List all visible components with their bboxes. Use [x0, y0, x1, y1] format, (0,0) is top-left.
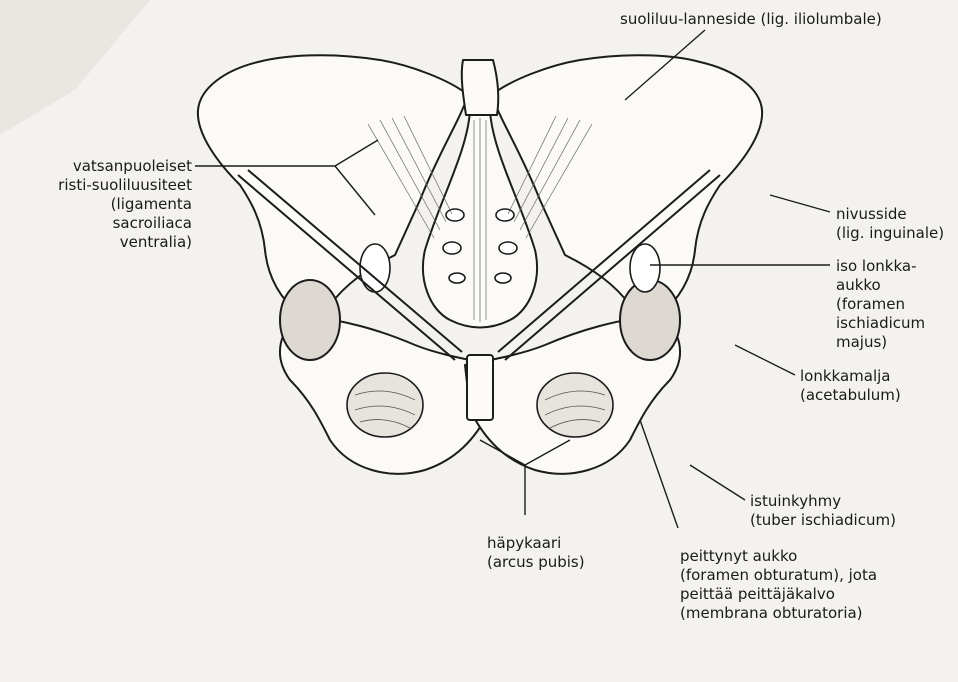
- label-foramen-obturatum: peittynyt aukko (foramen obturatum), jot…: [680, 547, 877, 623]
- label-tuber-ischiadicum: istuinkyhmy (tuber ischiadicum): [750, 492, 896, 530]
- right-acetabulum: [620, 280, 680, 360]
- label-lig-sacroiliaca-ventralia: vatsanpuoleiset risti-suoliluusiteet (li…: [58, 157, 192, 252]
- label-line: (foramen: [836, 295, 925, 314]
- label-line: istuinkyhmy: [750, 492, 896, 511]
- label-line: lonkkamalja: [800, 367, 901, 386]
- label-line: (membrana obturatoria): [680, 604, 877, 623]
- label-foramen-ischiadicum-majus: iso lonkka- aukko (foramen ischiadicum m…: [836, 257, 925, 352]
- label-line: iso lonkka-: [836, 257, 925, 276]
- label-line: ventralia): [58, 233, 192, 252]
- label-line: (foramen obturatum), jota: [680, 566, 877, 585]
- label-line: sacroiliaca: [58, 214, 192, 233]
- left-acetabulum: [280, 280, 340, 360]
- label-acetabulum: lonkkamalja (acetabulum): [800, 367, 901, 405]
- label-line: häpykaari: [487, 534, 585, 553]
- label-line: (ligamenta: [58, 195, 192, 214]
- paper-shade: [0, 0, 150, 135]
- label-line: vatsanpuoleiset: [58, 157, 192, 176]
- label-line: peittää peittäjäkalvo: [680, 585, 877, 604]
- right-obturator-foramen: [537, 373, 613, 437]
- label-line: ischiadicum: [836, 314, 925, 333]
- pubic-symphysis: [467, 355, 493, 420]
- label-line: (lig. inguinale): [836, 224, 944, 243]
- label-line: peittynyt aukko: [680, 547, 877, 566]
- label-arcus-pubis: häpykaari (arcus pubis): [487, 534, 585, 572]
- label-line: risti-suoliluusiteet: [58, 176, 192, 195]
- label-line: (acetabulum): [800, 386, 901, 405]
- label-line: majus): [836, 333, 925, 352]
- label-line: nivusside: [836, 205, 944, 224]
- label-line: (arcus pubis): [487, 553, 585, 572]
- lumbar-vertebra: [462, 60, 498, 115]
- left-obturator-foramen: [347, 373, 423, 437]
- label-line: (tuber ischiadicum): [750, 511, 896, 530]
- label-lig-inguinale: nivusside (lig. inguinale): [836, 205, 944, 243]
- label-lig-iliolumbale: suoliluu-lanneside (lig. iliolumbale): [620, 10, 882, 29]
- right-sciatic-foramen: [630, 244, 660, 292]
- label-line: aukko: [836, 276, 925, 295]
